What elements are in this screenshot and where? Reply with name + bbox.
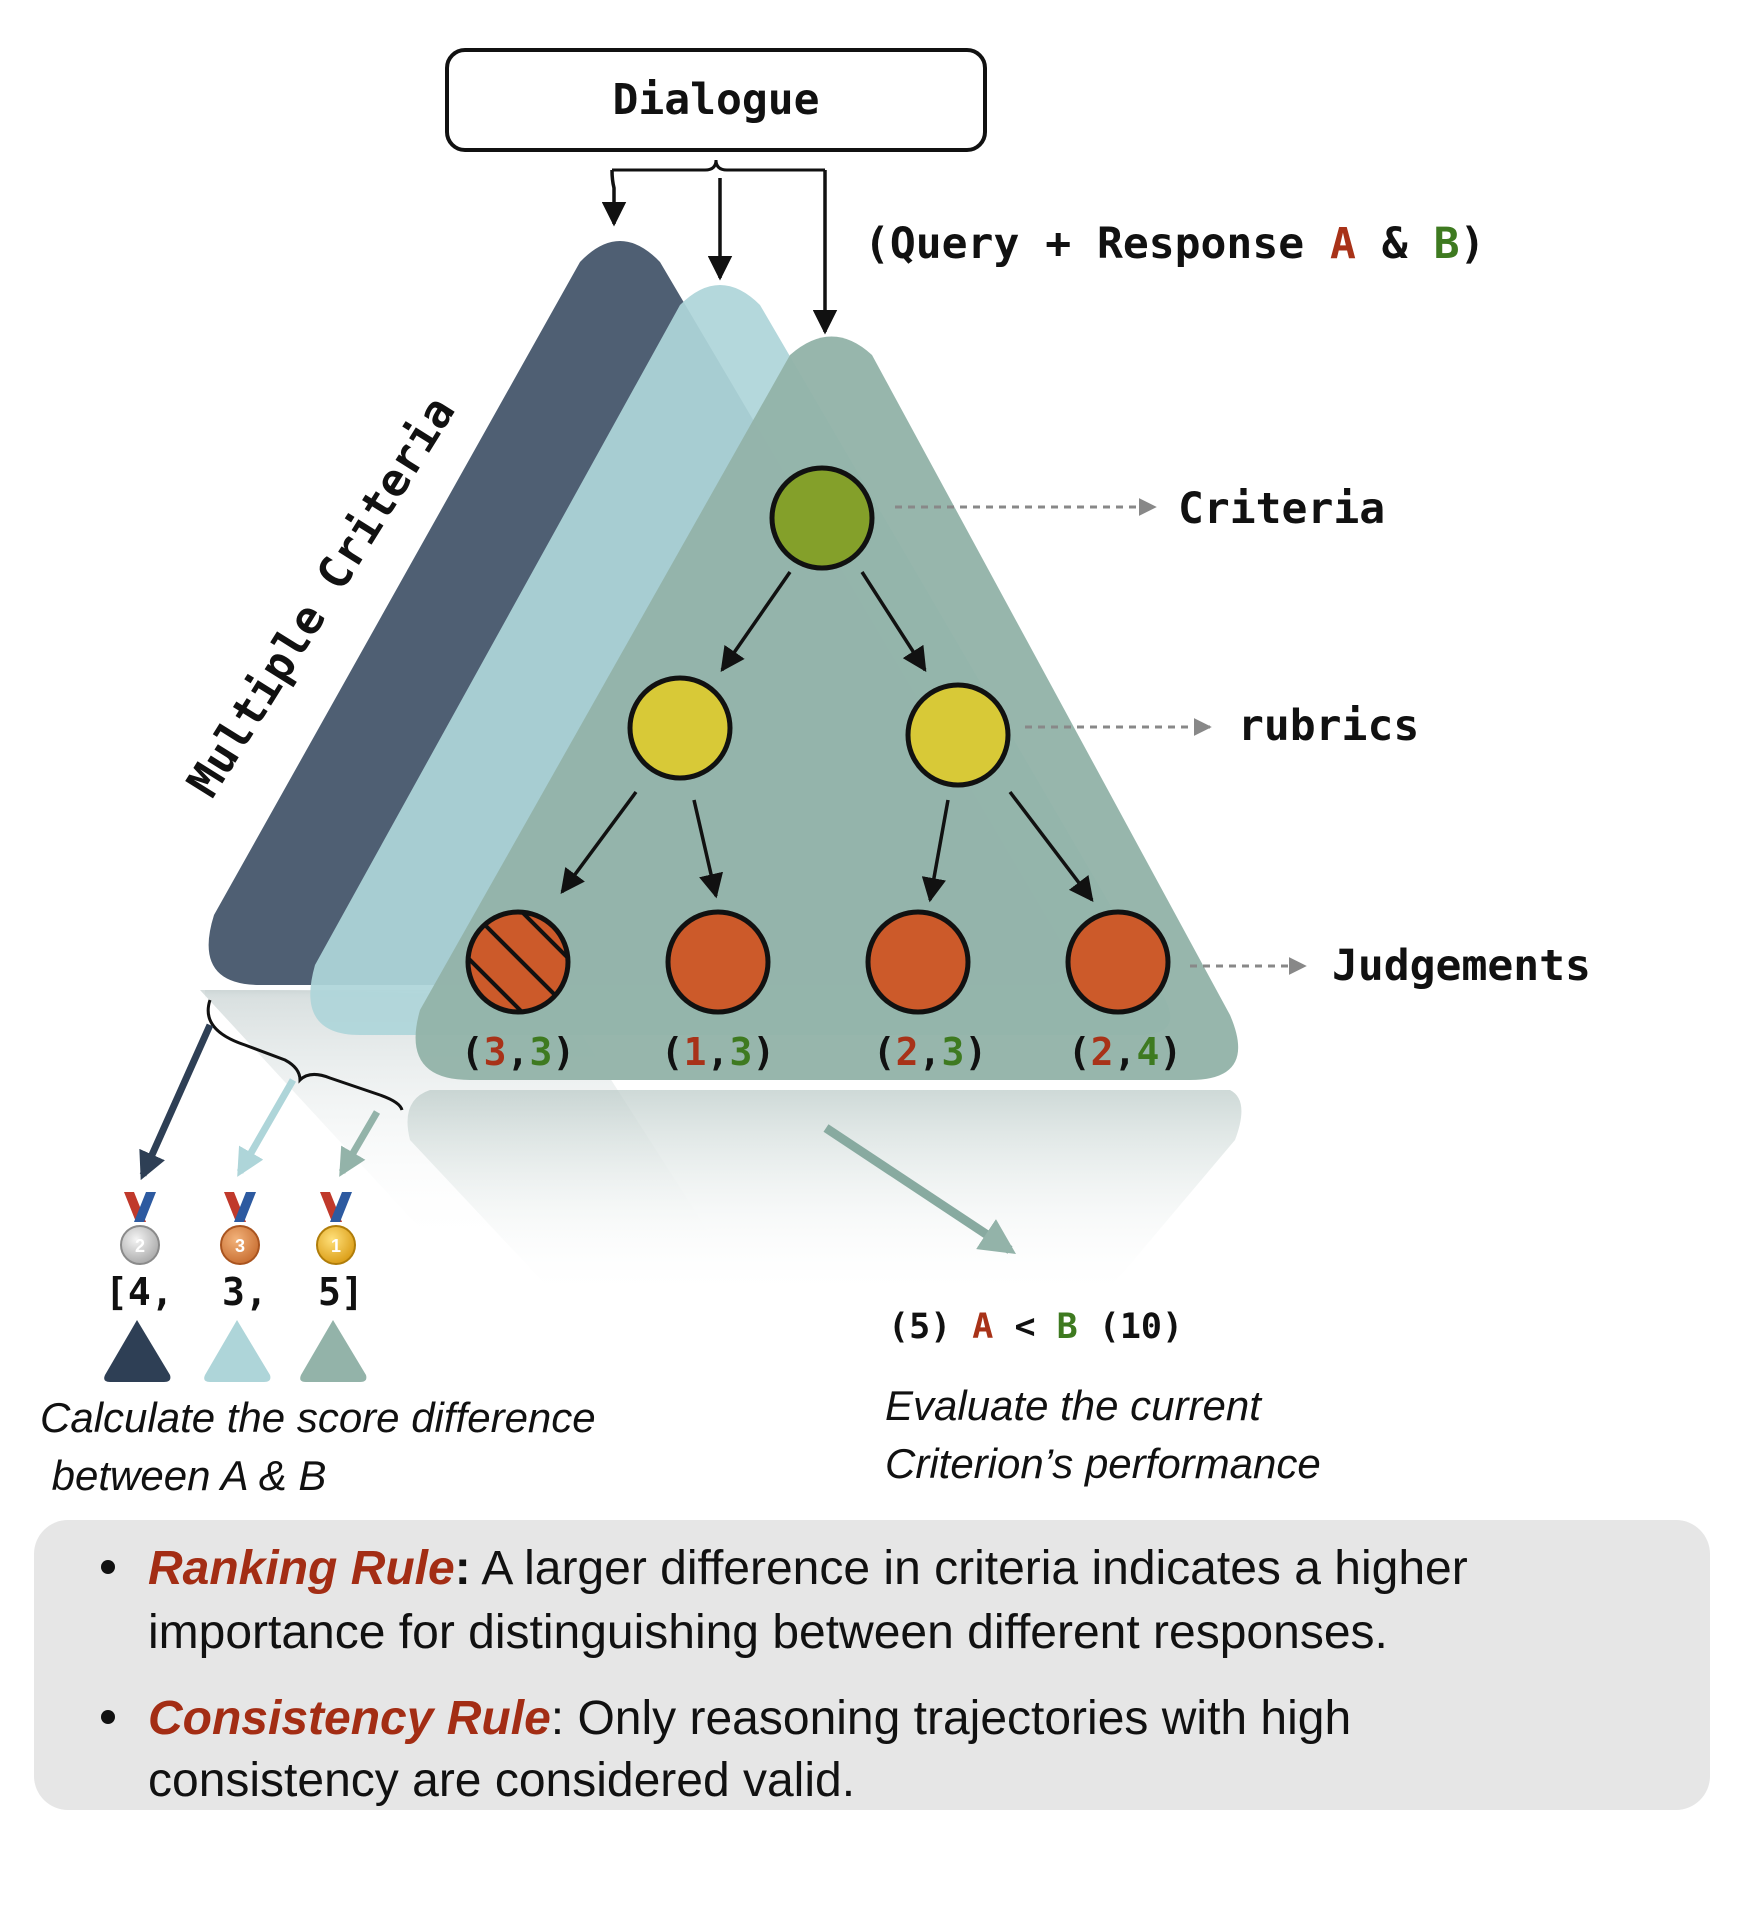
dialogue-brace xyxy=(612,159,825,172)
medal-silver-number: 2 xyxy=(135,1236,145,1256)
consistency-rule-text-1: Only reasoning trajectories with high xyxy=(564,1692,1351,1745)
judgement-score-1-b: 3 xyxy=(529,1030,552,1074)
judgement-node-hatched xyxy=(465,909,571,1015)
evaluation-b: B xyxy=(1057,1307,1078,1347)
green-triangle xyxy=(415,336,1239,1080)
evaluation-op: < xyxy=(1014,1307,1035,1347)
green-triangle-reflection xyxy=(407,1090,1242,1300)
medal-gold: 1 xyxy=(316,1192,356,1265)
ranking-list-item-2: 3, xyxy=(222,1270,268,1314)
arrow-criteria-to-rubric-right xyxy=(860,571,927,673)
consistency-rule-line1: Consistency Rule: Only reasoning traject… xyxy=(148,1692,1351,1745)
ranking-rule-colon: : xyxy=(455,1542,471,1595)
judgement-node-4 xyxy=(1065,909,1171,1015)
ranking-rule-line1: Ranking Rule: A larger difference in cri… xyxy=(148,1542,1468,1595)
ranking-list-item-1: [4, xyxy=(105,1270,174,1314)
mini-triangle-green xyxy=(300,1320,367,1382)
judgement-score-3: (2,3) xyxy=(873,1030,987,1074)
input-label-prefix: (Query + Response xyxy=(864,219,1330,269)
arrow-rubric-left-to-judgement-1 xyxy=(560,790,638,894)
rules-box xyxy=(34,1520,1710,1810)
consistency-rule-colon: : xyxy=(551,1692,564,1745)
mini-triangle-dark xyxy=(104,1320,171,1382)
medal-silver: 2 xyxy=(120,1192,160,1265)
medal-bronze-number: 3 xyxy=(235,1236,245,1256)
judgement-score-1-a: 3 xyxy=(484,1030,507,1074)
rubric-node-right xyxy=(905,682,1011,788)
input-label-b: B xyxy=(1434,219,1460,269)
judgement-score-4-b: 4 xyxy=(1136,1030,1159,1074)
judgement-node-3 xyxy=(865,909,971,1015)
mini-triangle-light xyxy=(204,1320,271,1382)
ranking-list-item-3: 5] xyxy=(318,1270,364,1314)
rule-bullet-1 xyxy=(101,1560,115,1574)
arrow-rubric-left-to-judgement-2 xyxy=(692,799,724,899)
arrow-to-dark-triangle xyxy=(601,169,627,227)
arrow-criteria-to-rubric-left xyxy=(720,571,792,673)
judgement-score-3-b: 3 xyxy=(941,1030,964,1074)
criteria-node xyxy=(769,465,875,571)
judgement-score-2-a: 1 xyxy=(684,1030,707,1074)
level-label-judgements: Judgements xyxy=(1332,941,1591,991)
dialogue-title: Dialogue xyxy=(612,75,819,125)
medal-bronze: 3 xyxy=(220,1192,260,1265)
arrow-rubric-right-to-judgement-3 xyxy=(921,799,950,903)
arrow-rubric-right-to-judgement-4 xyxy=(1008,790,1094,902)
arrow-to-medal-1 xyxy=(139,1023,214,1181)
ranking-rule-line2: importance for distinguishing between di… xyxy=(148,1606,1388,1659)
judgement-score-4: (2,4) xyxy=(1068,1030,1182,1074)
input-label: (Query + Response A & B) xyxy=(864,219,1485,269)
evaluation-score-b: (10) xyxy=(1099,1307,1183,1347)
evaluation-a: A xyxy=(972,1307,993,1347)
input-label-mid: & xyxy=(1356,219,1434,269)
judgement-score-1: (3,3) xyxy=(461,1030,575,1074)
medal-gold-number: 1 xyxy=(331,1236,341,1256)
ranking-caption-line1: Calculate the score difference xyxy=(40,1394,596,1441)
consistency-rule-name: Consistency Rule xyxy=(148,1692,551,1745)
evaluation-score-a: (5) xyxy=(888,1307,951,1347)
input-label-suffix: ) xyxy=(1459,219,1485,269)
consistency-rule-line2: consistency are considered valid. xyxy=(148,1754,855,1807)
level-label-criteria: Criteria xyxy=(1178,484,1385,534)
ranking-rule-name: Ranking Rule xyxy=(148,1542,455,1595)
evaluation-expression: (5) A < B (10) xyxy=(888,1307,1183,1347)
input-label-a: A xyxy=(1330,219,1356,269)
judgement-score-2: (1,3) xyxy=(661,1030,775,1074)
rule-bullet-2 xyxy=(101,1710,115,1724)
evaluation-caption-line1: Evaluate the current xyxy=(885,1382,1263,1429)
dialogue-box xyxy=(445,48,987,152)
judgement-node-2 xyxy=(665,909,771,1015)
ranking-caption-line2: between A & B xyxy=(40,1452,326,1499)
level-label-rubrics: rubrics xyxy=(1238,701,1419,751)
ranking-rule-text-1: A larger difference in criteria indicate… xyxy=(471,1542,1468,1595)
judgement-score-2-b: 3 xyxy=(729,1030,752,1074)
rubric-node-left xyxy=(627,675,733,781)
ranking-brace xyxy=(206,999,404,1111)
judgement-score-4-a: 2 xyxy=(1091,1030,1114,1074)
arrow-to-medal-2 xyxy=(236,1078,297,1177)
arrow-to-evaluation xyxy=(823,1124,1017,1254)
arrow-to-medal-3 xyxy=(338,1110,381,1177)
evaluation-caption-line2: Criterion’s performance xyxy=(885,1440,1321,1487)
judgement-score-3-a: 2 xyxy=(896,1030,919,1074)
